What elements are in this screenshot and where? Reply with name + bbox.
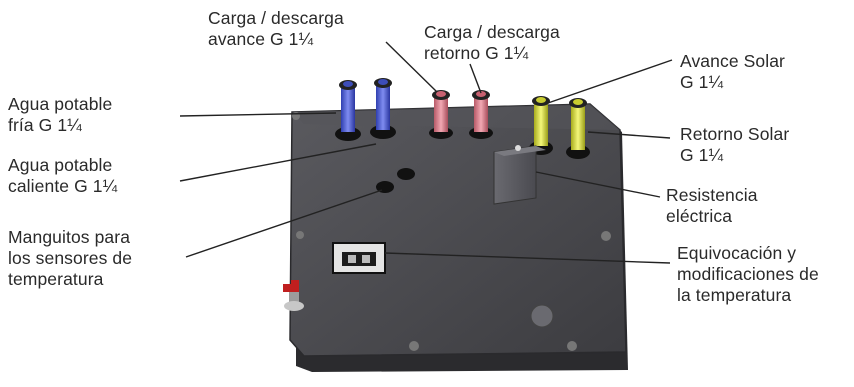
label-equivocacion: Equivocación y modificaciones de la temp…: [677, 243, 819, 305]
drain-valve: [283, 280, 304, 311]
screw-icon: [601, 231, 611, 241]
thermostat-connector: [332, 242, 386, 274]
pipe-carga-avance: [432, 90, 450, 132]
label-carga-avance: Carga / descarga avance G 1¼: [208, 8, 344, 49]
label-resistencia: Resistencia eléctrica: [666, 185, 758, 226]
pipe-avance-solar: [532, 96, 550, 146]
screw-icon: [409, 341, 419, 351]
label-retorno-solar: Retorno Solar G 1¼: [680, 124, 790, 165]
pipe-retorno-solar: [569, 98, 587, 150]
label-agua-fria: Agua potable fría G 1¼: [8, 94, 113, 135]
vent-icon: [530, 304, 554, 328]
label-manguitos: Manguitos para los sensores de temperatu…: [8, 227, 133, 289]
screw-icon: [296, 231, 304, 239]
pipe-agua-fria: [339, 80, 357, 132]
label-avance-solar: Avance Solar G 1¼: [680, 51, 785, 92]
label-agua-caliente: Agua potable caliente G 1¼: [8, 155, 118, 196]
resistance-box: [493, 145, 546, 205]
pipe-carga-retorno: [472, 90, 490, 132]
pipe-agua-caliente: [374, 78, 392, 130]
label-carga-retorno: Carga / descarga retorno G 1¼: [424, 22, 560, 63]
screw-icon: [567, 341, 577, 351]
leader-lines: [179, 41, 673, 264]
